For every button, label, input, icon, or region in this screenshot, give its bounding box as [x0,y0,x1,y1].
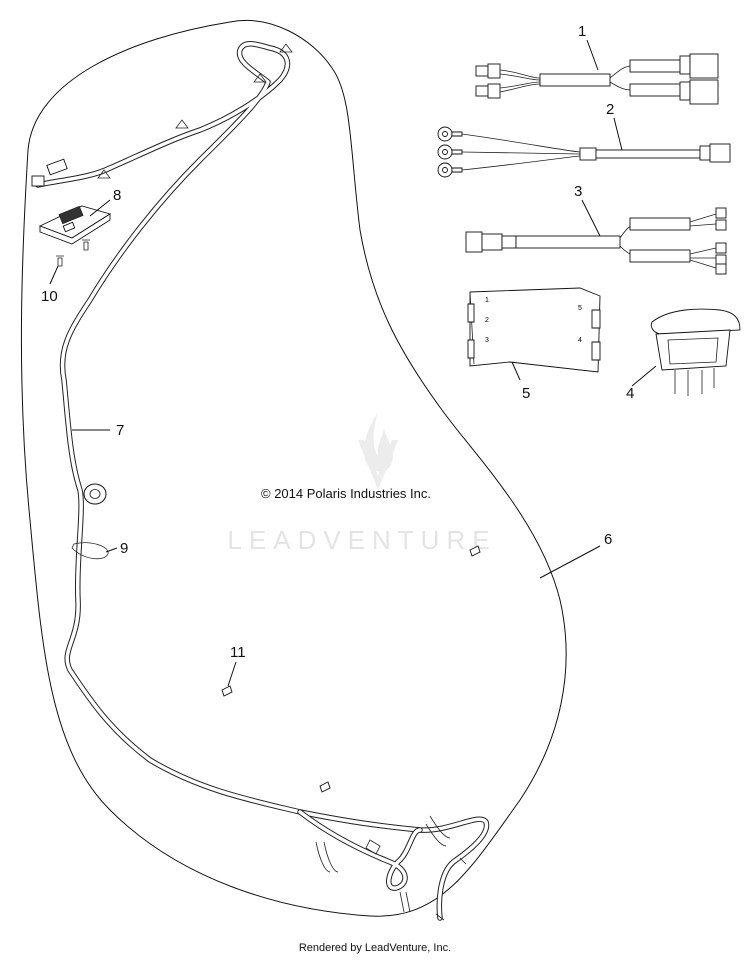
callouts: 1 2 3 4 5 6 7 8 9 10 11 [41,23,634,661]
callout-6: 6 [604,531,612,548]
callout-1: 1 [578,23,586,40]
module-label: 3 [485,337,489,344]
harness-2 [437,126,731,178]
rocker-switch-4 [650,308,741,396]
module-label: 5 [578,305,582,312]
screw [56,255,64,267]
callout-5: 5 [522,385,530,402]
leader-lines [49,39,657,687]
cable-tie [71,542,109,560]
relay-module-5: 1 2 3 4 5 [467,287,601,373]
callout-10: 10 [41,288,58,305]
harness-1 [475,53,719,105]
callout-11: 11 [230,644,246,661]
main-wire-harness [31,41,490,921]
watermark-text: LEADVENTURE [227,525,496,555]
harness-3 [465,207,727,275]
harness-outline [20,20,567,917]
control-module [38,205,112,245]
module-label: 2 [485,317,489,324]
watermark: LEADVENTURE [227,412,496,555]
flame-logo-icon [358,412,398,490]
module-label: 4 [578,337,582,344]
callout-4: 4 [626,385,634,402]
callout-3: 3 [574,183,582,200]
callout-2: 2 [606,101,614,118]
footer-credit: Rendered by LeadVenture, Inc. [299,942,451,954]
callout-8: 8 [113,187,121,204]
fastener-11 [221,685,233,697]
module-label: 1 [485,297,489,304]
callout-9: 9 [120,540,128,557]
copyright-notice: © 2014 Polaris Industries Inc. [261,486,431,501]
callout-7: 7 [116,422,124,439]
